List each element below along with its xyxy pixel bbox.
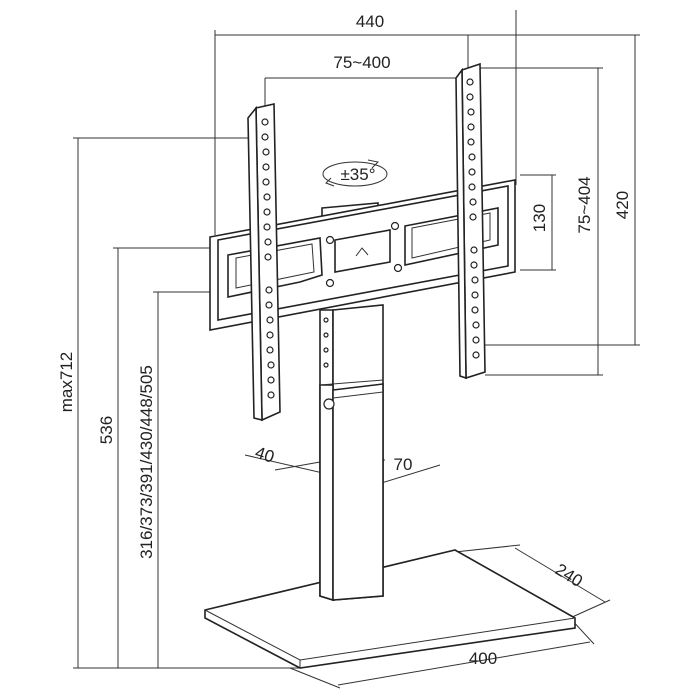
dim-height-levels: 316/373/391/430/448/505 (137, 291, 215, 668)
label-75-400: 75~400 (333, 53, 390, 72)
label-400: 400 (469, 649, 497, 668)
dim-75-404: 75~404 (480, 67, 603, 376)
dim-536: 536 (97, 247, 215, 668)
label-75-404: 75~404 (575, 176, 594, 233)
rotation-indicator: ±35° (322, 159, 388, 187)
label-max712: max712 (57, 352, 76, 412)
label-536: 536 (97, 416, 116, 444)
dim-max712: max712 (57, 137, 300, 669)
left-arm (247, 103, 281, 422)
dim-75-400: 75~400 (264, 35, 469, 110)
label-240: 240 (552, 560, 586, 591)
right-arm (455, 62, 486, 380)
label-rotation: ±35° (340, 165, 375, 184)
dim-130: 130 (520, 174, 556, 271)
label-130: 130 (530, 204, 549, 232)
dim-440: 440 (214, 10, 517, 235)
mount-bracket (209, 179, 516, 331)
dim-420: 420 (480, 34, 640, 346)
column (319, 304, 384, 602)
label-70: 70 (394, 455, 413, 474)
label-420: 420 (613, 191, 632, 219)
base-plate (204, 549, 576, 669)
dim-400: 400 (289, 617, 595, 689)
label-40: 40 (253, 443, 277, 467)
label-440: 440 (356, 12, 384, 31)
label-height-levels: 316/373/391/430/448/505 (137, 365, 156, 559)
